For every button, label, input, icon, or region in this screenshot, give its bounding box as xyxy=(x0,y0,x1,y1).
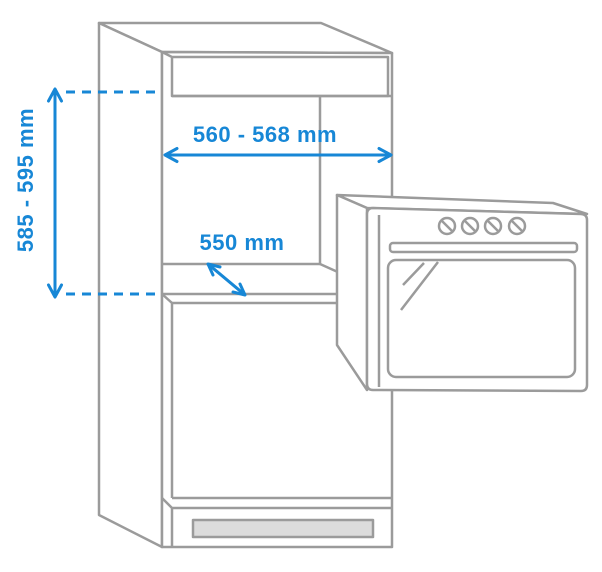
oven-handle xyxy=(388,241,579,254)
oven-knobs xyxy=(437,216,527,236)
depth-dimension-arrow xyxy=(206,262,247,297)
oven-knob-slash xyxy=(440,219,454,233)
arrow-up-left-icon xyxy=(206,262,222,277)
height-dimension-arrow xyxy=(47,87,63,299)
cabinet-side-panel xyxy=(97,21,164,549)
oven-knob-slash xyxy=(463,219,477,233)
oven-drawing xyxy=(335,193,589,393)
depth-dimension-label: 550 mm xyxy=(200,230,285,255)
niche-front-notch xyxy=(161,293,173,304)
arrow-down-icon xyxy=(47,283,63,299)
oven-side-face xyxy=(335,193,369,392)
vent-grille xyxy=(191,518,375,539)
arrow-left-icon xyxy=(163,147,179,163)
width-dimension-arrow xyxy=(163,147,393,163)
oven-door-window xyxy=(386,258,577,379)
oven-knob xyxy=(437,216,457,236)
oven-knob xyxy=(483,216,503,236)
oven-front-face xyxy=(365,206,589,393)
oven-knob xyxy=(460,216,480,236)
arrow-down-right-icon xyxy=(231,282,247,297)
oven-knob-slash xyxy=(510,219,524,233)
cabinet-front-face xyxy=(160,50,394,549)
oven-window-reflection xyxy=(400,261,439,311)
arrow-right-icon xyxy=(377,147,393,163)
cabinet-bottom-panel xyxy=(161,497,392,547)
arrow-up-icon xyxy=(47,87,63,103)
height-dimension-label: 585 - 595 mm xyxy=(13,108,38,252)
cabinet-drawing xyxy=(97,21,394,549)
width-dimension-label: 560 - 568 mm xyxy=(193,122,337,147)
oven-knob xyxy=(507,216,527,236)
dimension-annotations: 585 - 595 mm 560 - 568 mm 550 mm xyxy=(13,87,393,299)
oven-knob-slash xyxy=(486,219,500,233)
